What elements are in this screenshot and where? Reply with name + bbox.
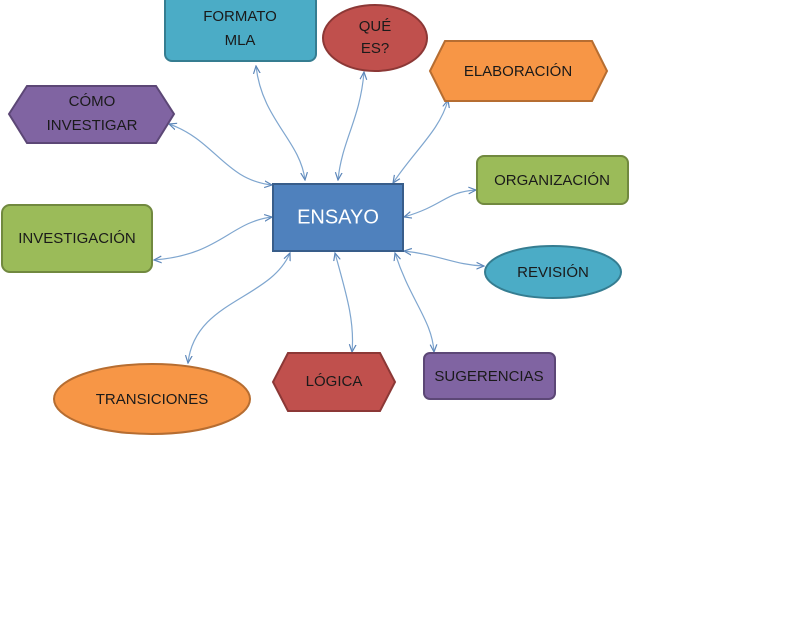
node-elaboracion: ELABORACIÓN (428, 40, 609, 102)
node-revision-shape (484, 245, 622, 299)
node-organizacion-label: ORGANIZACIÓN (494, 172, 610, 189)
connector-sugerencias (395, 253, 434, 352)
node-que-es-shape (322, 4, 428, 72)
node-que-es: QUÉ ES? (322, 4, 428, 72)
node-formato-mla-shape (164, 0, 317, 62)
node-como-investigar: CÓMO INVESTIGAR (7, 85, 176, 144)
node-investigacion-shape (1, 204, 153, 273)
node-transiciones-shape (53, 363, 251, 435)
node-formato-mla-line1: FORMATO (203, 8, 277, 25)
node-ensayo-label: ENSAYO (297, 206, 379, 228)
node-organizacion-shape (476, 155, 629, 205)
node-transiciones: TRANSICIONES (53, 363, 251, 435)
node-formato-mla-line2: MLA (225, 32, 256, 49)
connector-formato (256, 66, 305, 180)
node-revision-label: REVISIÓN (517, 264, 589, 281)
node-como-investigar-shape (7, 85, 176, 144)
connector-organizacion (404, 190, 476, 217)
node-investigacion: INVESTIGACIÓN (1, 204, 153, 273)
node-ensayo-center: ENSAYO (272, 183, 404, 252)
node-investigacion-label: INVESTIGACIÓN (18, 230, 136, 247)
connector-investigacion (154, 217, 272, 260)
node-elaboracion-shape (428, 40, 609, 102)
node-sugerencias-label: SUGERENCIAS (434, 368, 543, 385)
connector-logica (335, 253, 353, 352)
node-sugerencias: SUGERENCIAS (423, 352, 556, 400)
node-que-es-line1: QUÉ (359, 18, 392, 35)
node-ensayo-shape (272, 183, 404, 252)
node-logica: LÓGICA (271, 352, 397, 412)
connector-que (338, 72, 364, 180)
connectors (154, 66, 484, 363)
node-revision: REVISIÓN (484, 245, 622, 299)
node-sugerencias-shape (423, 352, 556, 400)
node-como-investigar-line2: INVESTIGAR (47, 117, 138, 134)
node-logica-shape (271, 352, 397, 412)
node-elaboracion-label: ELABORACIÓN (464, 63, 572, 80)
connector-como (169, 124, 272, 185)
connector-revision (404, 251, 484, 266)
node-como-investigar-line1: CÓMO (69, 93, 116, 110)
node-organizacion: ORGANIZACIÓN (476, 155, 629, 205)
node-formato-mla: FORMATO MLA (164, 0, 317, 62)
node-logica-label: LÓGICA (306, 373, 363, 390)
node-transiciones-label: TRANSICIONES (96, 391, 209, 408)
connector-transiciones (188, 253, 290, 363)
node-que-es-line2: ES? (361, 40, 389, 57)
connector-elaboracion (393, 100, 448, 183)
